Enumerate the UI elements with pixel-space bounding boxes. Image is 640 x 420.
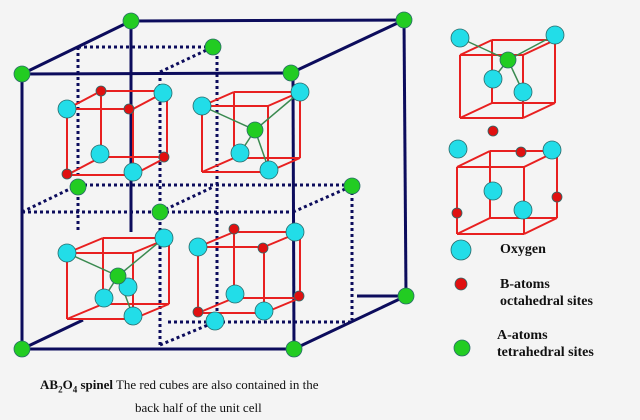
oxygen-atom <box>513 82 533 102</box>
red-subcube-edge <box>66 303 104 320</box>
a-sites-text: tetrahedral sites <box>497 345 594 360</box>
a-atoms-title: A-atoms <box>497 328 548 343</box>
caption-line2: back half of the unit cell <box>135 399 262 415</box>
b-atom-octahedral <box>123 103 135 115</box>
oxygen-atom <box>450 28 470 48</box>
b-atom-octahedral <box>61 168 73 180</box>
oxygen-atom <box>57 99 77 119</box>
oxygen-atom <box>483 69 503 89</box>
b-sites-text: octahedral sites <box>500 294 593 309</box>
red-subcube-edge <box>197 297 235 314</box>
oxygen-atom <box>254 301 274 321</box>
legend-oxygen-label: Oxygen <box>500 242 546 257</box>
a-atom-tetrahedral <box>285 340 303 358</box>
a-atom-tetrahedral <box>109 267 127 285</box>
legend-b-atoms-label: B-atoms octahedral sites <box>500 276 593 310</box>
oxygen-atom <box>57 243 77 263</box>
dotted-cell-line <box>159 185 214 214</box>
oxygen-atom <box>290 82 310 102</box>
b-atom-octahedral <box>551 191 563 203</box>
b-atom-octahedral <box>95 85 107 97</box>
a-atom-tetrahedral <box>13 340 31 358</box>
dotted-cell-line <box>159 320 216 347</box>
oxygen-atom <box>542 140 562 160</box>
red-subcube-edge <box>456 150 491 168</box>
legend-a-atom-icon <box>453 339 471 357</box>
a-atom-tetrahedral <box>397 287 415 305</box>
red-subcube-edge <box>456 217 491 235</box>
b-atom-octahedral <box>158 151 170 163</box>
a-atom-tetrahedral <box>395 11 413 29</box>
cell-edge <box>130 18 405 23</box>
oxygen-atom <box>513 200 533 220</box>
cell-edge <box>293 294 407 351</box>
oxygen-atom <box>205 311 225 331</box>
cell-edge <box>290 18 405 75</box>
a-atom-tetrahedral <box>151 203 169 221</box>
legend-a-atoms-label: A-atoms tetrahedral sites <box>497 327 594 361</box>
legend-oxygen-icon <box>450 239 472 261</box>
dotted-cell-line <box>159 45 214 74</box>
a-o-bond <box>117 237 165 277</box>
b-atom-octahedral <box>451 207 463 219</box>
oxygen-atom <box>192 96 212 116</box>
b-atom-octahedral <box>228 223 240 235</box>
b-atoms-title: B-atoms <box>500 277 550 292</box>
a-atom-tetrahedral <box>343 177 361 195</box>
oxygen-atom <box>123 162 143 182</box>
oxygen-atom <box>154 228 174 248</box>
a-atom-tetrahedral <box>282 64 300 82</box>
b-atom-octahedral <box>515 146 527 158</box>
oxygen-atom <box>188 237 208 257</box>
a-atom-tetrahedral <box>204 38 222 56</box>
oxygen-atom <box>90 144 110 164</box>
oxygen-atom <box>153 83 173 103</box>
red-subcube-edge <box>459 102 493 119</box>
a-atom-tetrahedral <box>122 12 140 30</box>
red-subcube-edge <box>522 102 556 119</box>
oxygen-atom <box>448 139 468 159</box>
oxygen-atom <box>545 25 565 45</box>
cell-edge <box>291 79 296 350</box>
dotted-cell-line <box>21 183 79 214</box>
a-atom-tetrahedral <box>499 51 517 69</box>
a-o-bond <box>201 105 256 131</box>
oxygen-atom <box>94 288 114 308</box>
oxygen-atom <box>483 181 503 201</box>
caption: AB2O4 spinel The red cubes are also cont… <box>40 376 420 416</box>
a-o-bond <box>254 91 301 131</box>
a-atom-tetrahedral <box>13 65 31 83</box>
b-atom-octahedral <box>192 306 204 318</box>
oxygen-atom <box>259 160 279 180</box>
cell-edge <box>402 19 408 297</box>
b-atom-octahedral <box>257 242 269 254</box>
formula: AB2O4 spinel <box>40 377 113 395</box>
oxygen-atom <box>118 277 138 297</box>
oxygen-atom <box>285 222 305 242</box>
b-atom-octahedral <box>487 125 499 137</box>
a-atom-tetrahedral <box>246 121 264 139</box>
b-atom-octahedral <box>293 290 305 302</box>
oxygen-atom <box>225 284 245 304</box>
cell-edge <box>21 19 132 76</box>
oxygen-atom <box>230 143 250 163</box>
caption-line1: The red cubes are also contained in the <box>115 377 319 392</box>
a-atom-tetrahedral <box>69 178 87 196</box>
cell-edge <box>21 71 292 76</box>
red-subcube-edge <box>523 217 558 235</box>
dotted-cell-line <box>292 184 353 214</box>
red-subcube-edge <box>459 39 493 56</box>
oxygen-atom <box>123 306 143 326</box>
legend-b-atom-icon <box>454 277 468 291</box>
red-subcube-edge <box>201 157 235 173</box>
cell-edge <box>21 318 84 351</box>
